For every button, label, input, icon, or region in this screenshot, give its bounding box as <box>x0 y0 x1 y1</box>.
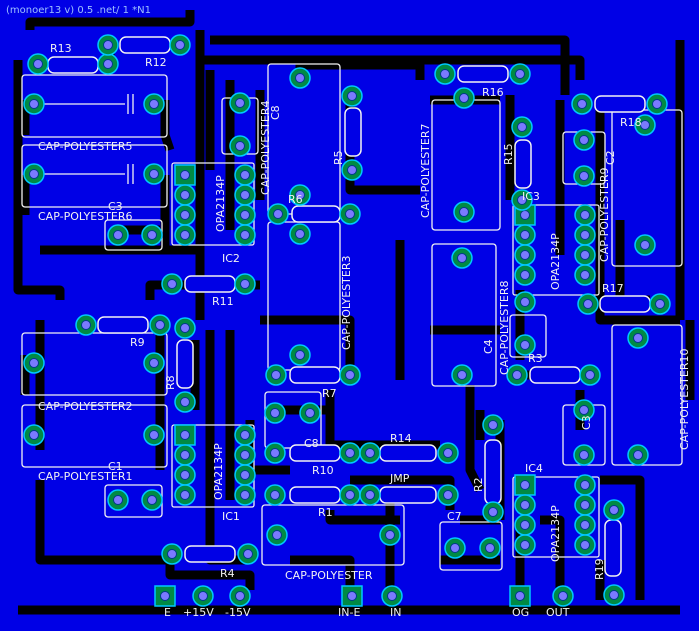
label-r14: R14 <box>390 432 412 445</box>
label-r13: R13 <box>50 42 72 55</box>
board-title: (monoer13 v) 0.5 .net/ 1 *N1 <box>6 5 151 16</box>
label-cp8: CAP-POLYESTER8 <box>498 281 511 376</box>
label-r19: R19 <box>593 558 606 580</box>
silkscreen-labels: R13 R12 CAP-POLYESTER5 CAP-POLYESTER6 C3… <box>38 42 691 619</box>
label-cp9: CAP-POLYESTER9 <box>598 168 611 263</box>
label-cp4: CAP-POLYESTER4 <box>259 101 272 196</box>
label-c3a: C3 <box>108 200 123 213</box>
label-c2: C2 <box>604 150 617 165</box>
label-ic3: IC3 <box>522 190 540 203</box>
label-r4: R4 <box>220 567 235 580</box>
label-c8: C8 <box>304 437 319 450</box>
label-cp5: CAP-POLYESTER5 <box>38 140 133 153</box>
label-r17: R17 <box>602 282 624 295</box>
label-ic2-part: OPA2134P <box>214 175 227 232</box>
label-ic1: IC1 <box>222 510 240 523</box>
label-r12: R12 <box>145 56 167 69</box>
label-cp6: CAP-POLYESTER6 <box>38 210 133 223</box>
label-r2: R2 <box>472 477 485 492</box>
label-r16: R16 <box>482 86 504 99</box>
conn-label-m15v: -15V <box>225 606 251 619</box>
label-cp3: CAP-POLYESTER3 <box>340 256 353 351</box>
label-ic2: IC2 <box>222 252 240 265</box>
conn-label-in: IN <box>390 606 401 619</box>
label-cp10: CAP-POLYESTER10 <box>678 349 691 451</box>
label-c5: C3 <box>580 415 593 430</box>
label-r1: R1 <box>318 506 333 519</box>
label-cp1: CAP-POLYESTER1 <box>38 470 133 483</box>
label-ic3-part: OPA2134P <box>549 233 562 290</box>
label-r11: R11 <box>212 295 234 308</box>
label-ic4: IC4 <box>525 462 543 475</box>
conn-label-out: OUT <box>546 606 570 619</box>
label-cp: CAP-POLYESTER <box>285 569 373 582</box>
conn-label-e: E <box>164 606 171 619</box>
label-r18: R18 <box>620 116 642 129</box>
label-cp2: CAP-POLYESTER2 <box>38 400 133 413</box>
label-cp7: CAP-POLYESTER7 <box>419 124 432 219</box>
label-r10: R10 <box>312 464 334 477</box>
label-c7: C7 <box>447 510 462 523</box>
label-r9: R9 <box>130 336 145 349</box>
conn-label-in-e: IN-E <box>338 606 360 619</box>
label-c1: C1 <box>108 460 123 473</box>
label-r6: R6 <box>288 193 303 206</box>
conn-label-og: OG <box>512 606 529 619</box>
label-jmp: JMP <box>389 472 410 485</box>
label-c8b: C8 <box>269 105 282 120</box>
label-c4: C4 <box>482 339 495 354</box>
label-r5: R5 <box>332 150 345 165</box>
conn-label-p15v: +15V <box>183 606 214 619</box>
label-ic4-part: OPA2134P <box>549 505 562 562</box>
label-r15: R15 <box>502 143 515 165</box>
label-r8: R8 <box>164 375 177 390</box>
label-ic1-part: OPA2134P <box>212 443 225 500</box>
resistors <box>47 36 651 577</box>
label-r3: R3 <box>528 352 543 365</box>
label-r7: R7 <box>322 387 337 400</box>
